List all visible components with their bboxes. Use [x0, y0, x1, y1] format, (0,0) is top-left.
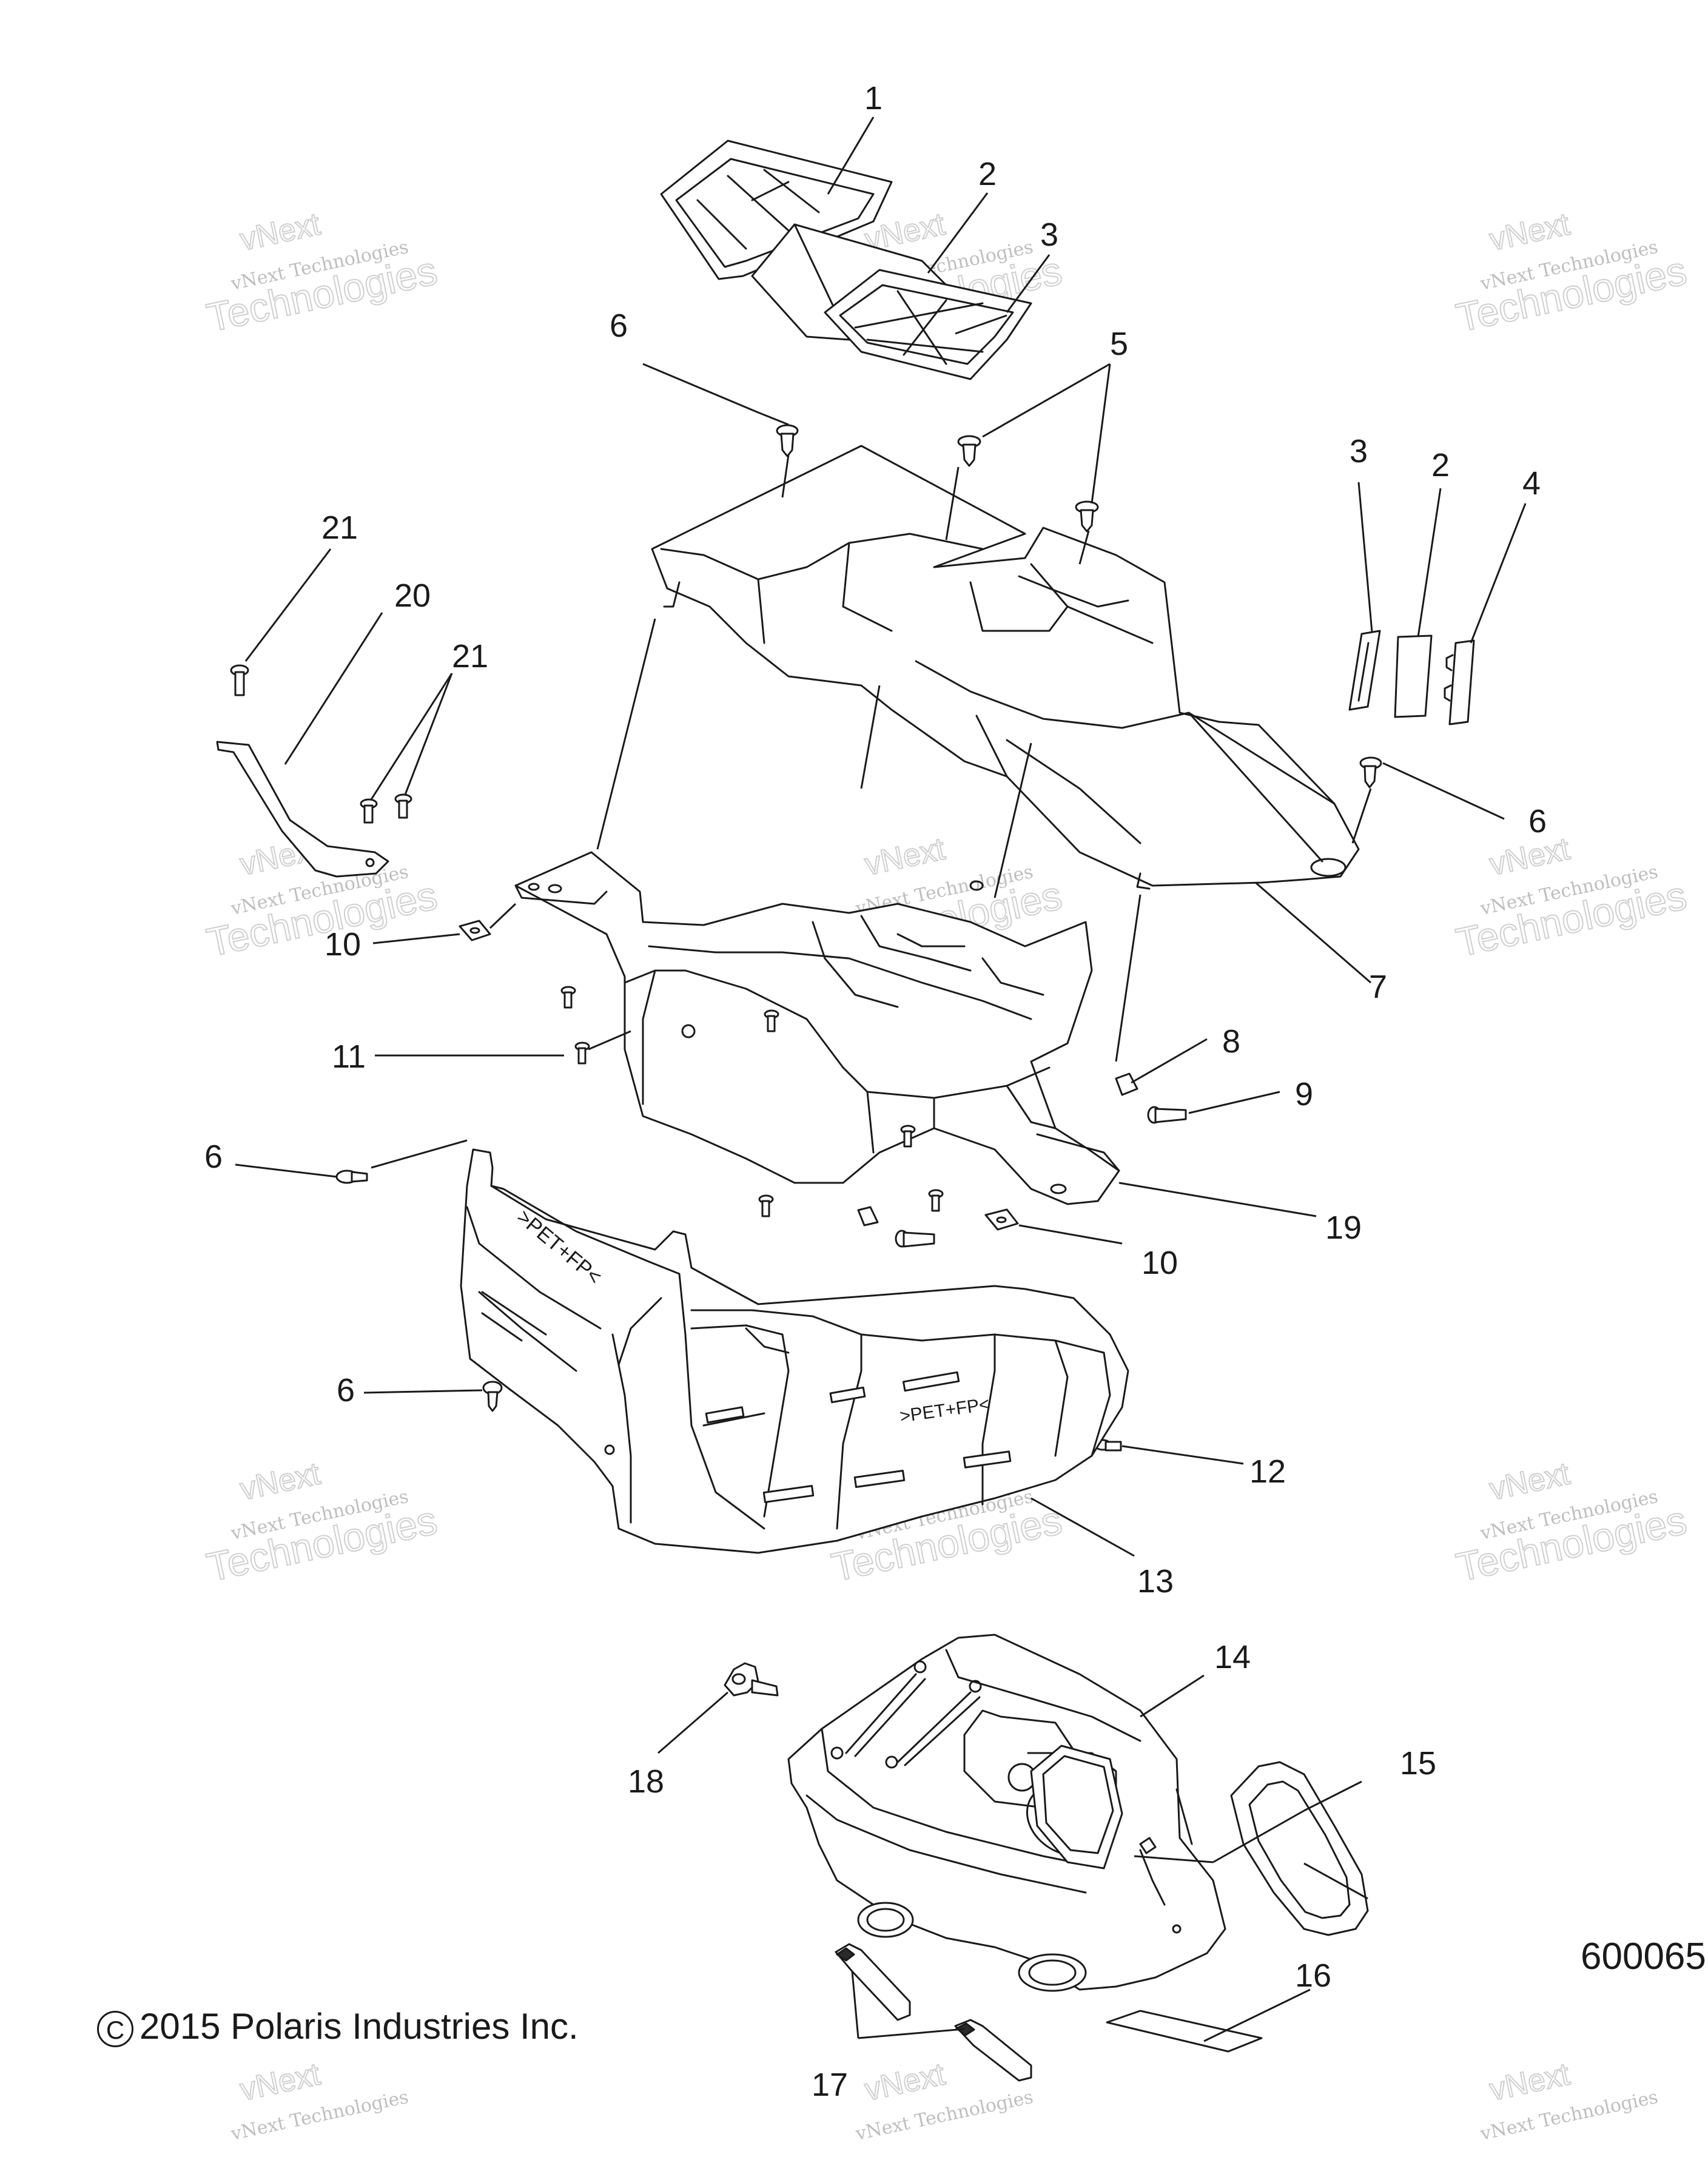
watermark-bl: vNext vNext Technologies [229, 2056, 411, 2145]
part-2-side-filter [1394, 634, 1433, 718]
copyright-text: 2015 Polaris Industries Inc. [140, 2006, 579, 2047]
part-8-clip-lower [857, 1206, 879, 1227]
callout-labels: 1 2 3 6 5 3 2 4 21 20 21 6 10 7 11 8 9 6… [204, 80, 1547, 2103]
watermark-ml: vNext vNext Technologies Technologies [203, 830, 442, 965]
callout-19: 19 [1325, 1210, 1362, 1246]
watermark-ll: vNext vNext Technologies Technologies [203, 1455, 442, 1590]
callout-1: 1 [864, 80, 883, 116]
callout-6-left: 6 [204, 1139, 223, 1175]
watermark-lr: vNext vNext Technologies Technologies [1452, 1455, 1691, 1590]
copyright-icon: C [97, 2011, 133, 2048]
upper-cover [651, 445, 1360, 890]
callout-8: 8 [1222, 1023, 1240, 1060]
part-11-screw-d [758, 1194, 774, 1217]
callout-2-side: 2 [1431, 447, 1450, 483]
callout-20: 20 [394, 577, 431, 614]
callout-13: 13 [1137, 1563, 1174, 1600]
watermark-vnext: vNext [862, 2056, 949, 2107]
callout-2: 2 [978, 156, 997, 192]
part-3-side-screen [1348, 630, 1381, 711]
callout-6-right: 6 [1528, 803, 1547, 840]
callout-21: 21 [452, 638, 488, 675]
watermark-tl: vNext vNext Technologies Technologies [203, 206, 442, 340]
part-11-screw-f [928, 1189, 944, 1212]
part-11-screw-e [900, 1125, 916, 1148]
watermark-vnext: vNext [1487, 206, 1573, 257]
watermark-tr: vNext vNext Technologies Technologies [1452, 206, 1691, 340]
callout-12: 12 [1249, 1453, 1286, 1490]
watermark-vnext: vNext [237, 1456, 324, 1507]
part-11-screw-a [560, 986, 576, 1009]
part-4-side-frame [1444, 639, 1475, 725]
part-16-pad [1106, 2010, 1263, 2053]
watermark-vnext: vNext [862, 831, 949, 882]
push-rivet-6-duct [482, 1381, 503, 1412]
part-21-screw-b [394, 793, 412, 819]
push-rivet-5b [1075, 500, 1099, 533]
callout-11: 11 [332, 1038, 366, 1075]
callout-18: 18 [628, 1763, 664, 1800]
watermark-vnext: vNext [1487, 1456, 1573, 1507]
part-18-knob-clip [724, 1662, 779, 1697]
callout-16: 16 [1295, 1957, 1331, 1994]
part-3-grille-top [824, 269, 1032, 380]
callout-10-lower: 10 [1141, 1245, 1178, 1281]
part-14-airbox [787, 1634, 1226, 1992]
part-11-screw-c [764, 1009, 779, 1032]
leader-lines [235, 116, 1527, 2042]
watermark-vnext: vNext [237, 206, 324, 257]
callout-17: 17 [812, 2067, 848, 2103]
callout-3: 3 [1040, 217, 1058, 253]
callout-3-side: 3 [1350, 433, 1368, 469]
callout-7: 7 [1369, 969, 1387, 1005]
push-rivet-6-top [776, 424, 799, 457]
part-10-clip-nut-b [984, 1208, 1019, 1231]
callout-6: 6 [610, 308, 628, 344]
part-20-bracket [216, 741, 389, 878]
figure-id: 600065 [1581, 1936, 1706, 1977]
callout-14: 14 [1214, 1639, 1251, 1675]
part-15-seal [1230, 1761, 1369, 1936]
watermark-vnext: vNext [1487, 2056, 1573, 2107]
mid-housing [514, 851, 1120, 1205]
part-1-intake-screen [660, 140, 893, 280]
part-13-intake-duct: >PET+FP< >PET+FP< [460, 1148, 1129, 1554]
push-rivet-5a [957, 435, 981, 467]
part-21-screw-top [230, 664, 249, 696]
part-9-bolt-lower [895, 1230, 935, 1248]
part-11-screw-b [574, 1042, 590, 1065]
callout-21-top: 21 [321, 510, 358, 546]
part-21-screw-a [360, 798, 378, 824]
callout-15: 15 [1400, 1745, 1436, 1782]
callout-6-duct: 6 [337, 1372, 355, 1408]
callout-10: 10 [324, 926, 361, 963]
part-17-latch-a [835, 1943, 911, 2021]
watermark-br: vNext vNext Technologies [1478, 2056, 1660, 2145]
watermark-vnext: vNext [237, 2056, 324, 2107]
callout-4: 4 [1522, 465, 1541, 502]
watermark-mr: vNext vNext Technologies Technologies [1452, 830, 1691, 965]
callout-5: 5 [1110, 326, 1128, 362]
part-8-clip [1115, 1072, 1138, 1096]
part-17-latch-b [954, 2019, 1032, 2082]
part-10-clip-nut-a [459, 920, 491, 941]
part-9-bolt [1147, 1106, 1187, 1124]
push-rivet-6-left [335, 1169, 368, 1184]
callout-9: 9 [1295, 1076, 1313, 1112]
push-rivet-6-right [1359, 756, 1382, 789]
